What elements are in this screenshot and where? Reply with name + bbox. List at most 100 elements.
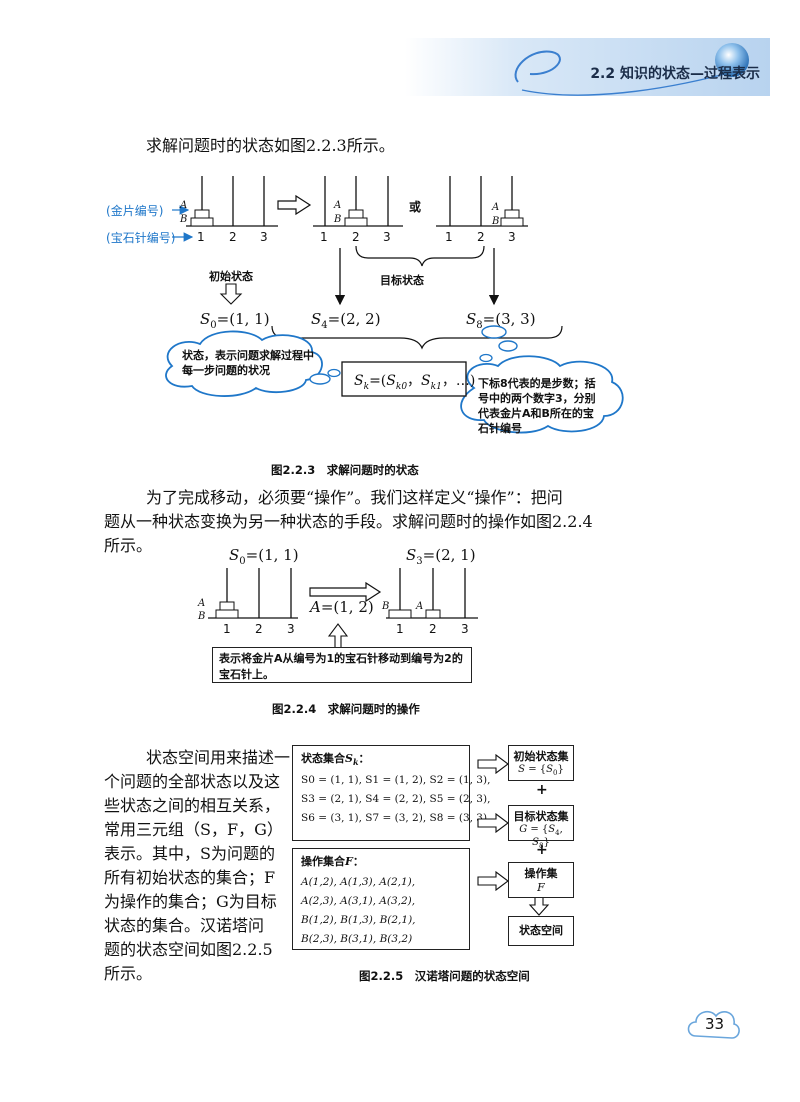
state-set-row: S3 = (2, 1), S4 = (2, 2), S5 = (2, 3), [301,793,491,806]
disk-a-label: A [180,200,188,211]
state-s4: S4=(2, 2) [311,310,381,331]
disk-b-label: B [180,214,188,225]
figure-2-2-4 [208,568,478,649]
peg-number: 3 [508,230,516,244]
tower-target-a [313,176,403,227]
intro-text: 求解问题时的状态如图2.2.3所示。 [146,136,395,155]
peg-number: 2 [352,230,360,244]
operation-set-box: 操作集合F： A(1,2), A(1,3), A(2,1), A(2,3), A… [292,848,470,950]
peg-number: 1 [197,230,205,244]
label-disk-number: (金片编号) [106,204,164,218]
state-s0: S0=(1, 1) [200,310,270,331]
plus-sign: + [536,842,548,858]
paragraph-line: 所示。 [104,536,153,555]
header-band [405,38,770,96]
peg-number: 1 [223,622,231,636]
state-set-row: S0 = (1, 1), S1 = (1, 2), S2 = (1, 3), [301,774,491,787]
figure-caption-2-2-3: 图2.2.3 求解问题时的状态 [271,463,419,477]
peg-number: 3 [260,230,268,244]
tower-target-b [436,176,528,227]
paragraph-line: 所有初始状态的集合；F [104,868,276,887]
figure-2-2-5-connectors [477,753,550,916]
operation-set-title: 操作集合F： [301,855,364,868]
peg-number: 2 [429,622,437,636]
state-space-box: 状态空间 [508,916,574,946]
figure-2-2-3 [165,176,624,434]
goal-set-expr: G = {S4, S8} [519,824,563,850]
cloud-right-text: 下标8代表的是步数；括号中的两个数字3，分别代表金片A和B所在的宝石针编号 [478,377,596,435]
page-number: 33 [705,1015,725,1033]
peg-number: 2 [477,230,485,244]
open-arrow-icon [477,753,509,775]
operator-set-title: 操作集 [524,867,558,880]
open-arrow-icon [477,812,509,834]
paragraph-line: 为了完成移动，必须要“操作”。我们这样定义“操作”：把问 [146,488,563,507]
operation-note-text: 表示将金片A从编号为1的宝石针移动到编号为2的宝石针上。 [219,652,463,681]
disk-a-label: A [416,601,424,612]
operator-set-box: 操作集 F [508,862,574,898]
peg-number: 1 [396,622,404,636]
open-down-arrow-icon [528,896,550,916]
open-arrow-icon [277,194,312,216]
open-arrow-icon [477,870,509,892]
peg-number: 2 [255,622,263,636]
cloud-left [165,330,341,397]
disk-b-label: B [334,214,342,225]
open-arrow-icon [309,581,382,603]
operation-set-row: A(2,3), A(3,1), A(3,2), [301,895,416,907]
paragraph-line: 为操作的集合；G为目标 [104,892,277,911]
peg-number: 1 [445,230,453,244]
disk-a-label: A [334,200,342,211]
tower-before [208,568,298,619]
peg-number: 3 [287,622,295,636]
disk-b-label: B [198,611,206,622]
operation-label: A=(1, 2) [310,598,374,616]
initial-set-title: 初始状态集 [513,750,569,763]
sk-box [341,361,467,397]
paragraph-line: 状态的集合。汉诺塔问 [104,916,265,935]
plus-sign: + [536,782,548,798]
disk-a-label: A [198,598,206,609]
figure-caption-2-2-5: 图2.2.5 汉诺塔问题的状态空间 [359,969,530,983]
peg-number: 3 [461,622,469,636]
initial-set-expr: S = {S0} [518,764,564,777]
state-s8: S8=(3, 3) [466,310,536,331]
page-number-cloud-icon [687,1010,740,1039]
state-s3: S3=(2, 1) [406,546,476,567]
goal-set-box: 目标状态集 G = {S4, S8} [508,805,574,850]
paragraph-line: 个问题的全部状态以及这 [104,772,281,791]
state-space-label: 状态空间 [519,924,563,937]
state-set-title: 状态集合Sk： [301,752,370,768]
disk-a-label: A [492,202,500,213]
tower-after [386,568,478,619]
operation-set-row: A(1,2), A(1,3), A(2,1), [301,876,416,888]
tower-initial [186,176,278,227]
state-set-box: 状态集合Sk： S0 = (1, 1), S1 = (1, 2), S2 = (… [292,745,491,841]
paragraph-line: 题从一种状态变换为另一种状态的手段。求解问题时的操作如图2.2.4 [104,512,593,531]
globe-icon [715,43,749,77]
paragraph-line: 状态空间用来描述一 [146,748,291,767]
peg-number: 2 [229,230,237,244]
initial-state-label: 初始状态 [209,270,253,283]
paragraph-line: 些状态之间的相互关系， [104,796,281,815]
or-label: 或 [409,200,422,214]
goal-set-title: 目标状态集 [513,810,569,823]
state-set-row: S6 = (3, 1), S7 = (3, 2), S8 = (3, 3) [301,812,488,825]
paragraph-line: 题的状态空间如图2.2.5 [104,940,273,959]
paragraph-line: 所示。 [104,964,153,983]
peg-number: 3 [383,230,391,244]
open-up-arrow-icon [327,623,349,649]
open-down-arrow-icon [219,283,243,305]
header-logo-swoosh [514,43,749,96]
label-peg-number: (宝石针编号) [106,231,176,245]
state-s0: S0=(1, 1) [229,546,299,567]
state-sk: Sk=(Sk0，Sk1，…) [354,373,476,392]
target-state-label: 目标状态 [380,274,424,287]
operation-note-box: 表示将金片A从编号为1的宝石针移动到编号为2的宝石针上。 [212,647,472,683]
section-header: 2.2 知识的状态—过程表示 [590,66,760,82]
initial-set-box: 初始状态集 S = {S0} [508,745,574,781]
operation-set-row: B(2,3), B(3,1), B(3,2) [301,933,413,945]
disk-b-label: B [382,601,390,612]
cloud-left-text: 状态，表示问题求解过程中每一步问题的状况 [182,349,314,377]
operator-set-expr: F [537,881,545,894]
